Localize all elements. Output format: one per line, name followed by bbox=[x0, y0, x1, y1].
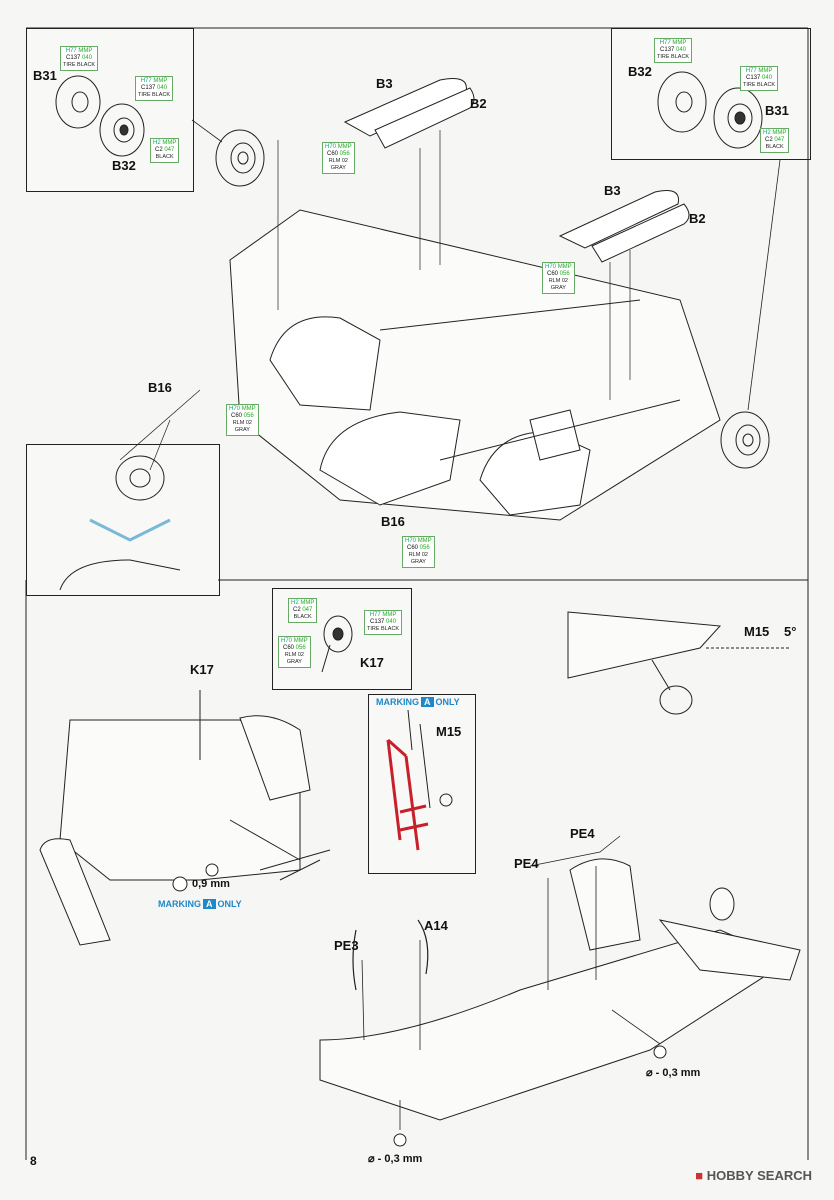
marking-a-inset bbox=[368, 694, 476, 874]
question-icon bbox=[172, 876, 188, 892]
label-b31-tr: B31 bbox=[765, 103, 789, 118]
label-angle: 5° bbox=[784, 624, 797, 639]
part-a14 bbox=[417, 919, 429, 975]
label-m15-inset: M15 bbox=[436, 724, 462, 739]
main-wheel-left bbox=[215, 129, 265, 187]
drill-size-09: 0,9 mm bbox=[192, 878, 230, 890]
label-b2-lower: B2 bbox=[689, 211, 706, 226]
gear-door-b3-upper bbox=[343, 78, 475, 149]
wheel-hub-b31-right bbox=[657, 71, 763, 149]
label-pe4-lower: PE4 bbox=[514, 856, 539, 871]
label-b31-tl: B31 bbox=[33, 68, 57, 83]
paint-callout-tire-3: H77 MMP C137 040 TIRE BLACK bbox=[654, 38, 693, 63]
label-k17-inset: K17 bbox=[360, 655, 384, 670]
gear-door-b3-lower bbox=[558, 190, 690, 263]
hobby-search-logo-icon: ■ bbox=[695, 1168, 704, 1183]
label-b3-upper: B3 bbox=[376, 76, 393, 91]
label-b3-lower: B3 bbox=[604, 183, 621, 198]
wheel-hub-b31-left bbox=[55, 75, 145, 157]
rear-fuselage bbox=[319, 858, 801, 1121]
paint-callout-tire-1: H77 MMP C137 040 TIRE BLACK bbox=[60, 46, 99, 71]
label-b16-upper: B16 bbox=[148, 380, 172, 395]
paint-callout-black-1: H2 MMP C2 047 BLACK bbox=[150, 138, 180, 163]
paint-callout-black-2: H2 MMP C2 047 BLACK bbox=[760, 128, 790, 153]
tail-assembly bbox=[39, 715, 311, 946]
page-number: 8 bbox=[30, 1154, 37, 1168]
drill-hole-icons bbox=[205, 863, 667, 1147]
tailwheel-part-k17 bbox=[321, 615, 353, 673]
part-pe3 bbox=[352, 929, 357, 991]
antenna-mast-side-view bbox=[567, 611, 790, 715]
label-b16-lower: B16 bbox=[381, 514, 405, 529]
paint-callout-tire-4: H77 MMP C137 040 TIRE BLACK bbox=[740, 66, 779, 91]
paint-callout-tire-2: H77 MMP C137 040 TIRE BLACK bbox=[135, 76, 174, 101]
label-m15-side: M15 bbox=[744, 624, 770, 639]
paint-callout-tire-5: H77 MMP C137 040 TIRE BLACK bbox=[364, 610, 403, 635]
drill-size-03-right: ⌀ - 0,3 mm bbox=[646, 1067, 701, 1079]
label-a14: A14 bbox=[424, 918, 448, 933]
label-k17-main: K17 bbox=[190, 662, 214, 677]
drill-size-03-bottom: ⌀ - 0,3 mm bbox=[368, 1153, 423, 1165]
watermark: ■ HOBBY SEARCH bbox=[695, 1168, 812, 1183]
tailwheel-detail-inset bbox=[26, 444, 220, 596]
aircraft-underside bbox=[229, 209, 721, 521]
label-pe4-upper: PE4 bbox=[570, 826, 595, 841]
wheel-inset-top-left bbox=[26, 28, 194, 192]
label-pe3: PE3 bbox=[334, 938, 359, 953]
paint-callout-black-3: H2 MMP C2 047 BLACK bbox=[288, 598, 318, 623]
label-b32-tr: B32 bbox=[628, 64, 652, 79]
tailwheel-detail-drawing bbox=[59, 455, 181, 591]
label-b32-tl: B32 bbox=[112, 158, 136, 173]
label-b2-upper: B2 bbox=[470, 96, 487, 111]
main-wheel-right bbox=[720, 411, 770, 469]
antenna-mast-parts-red bbox=[386, 738, 429, 851]
